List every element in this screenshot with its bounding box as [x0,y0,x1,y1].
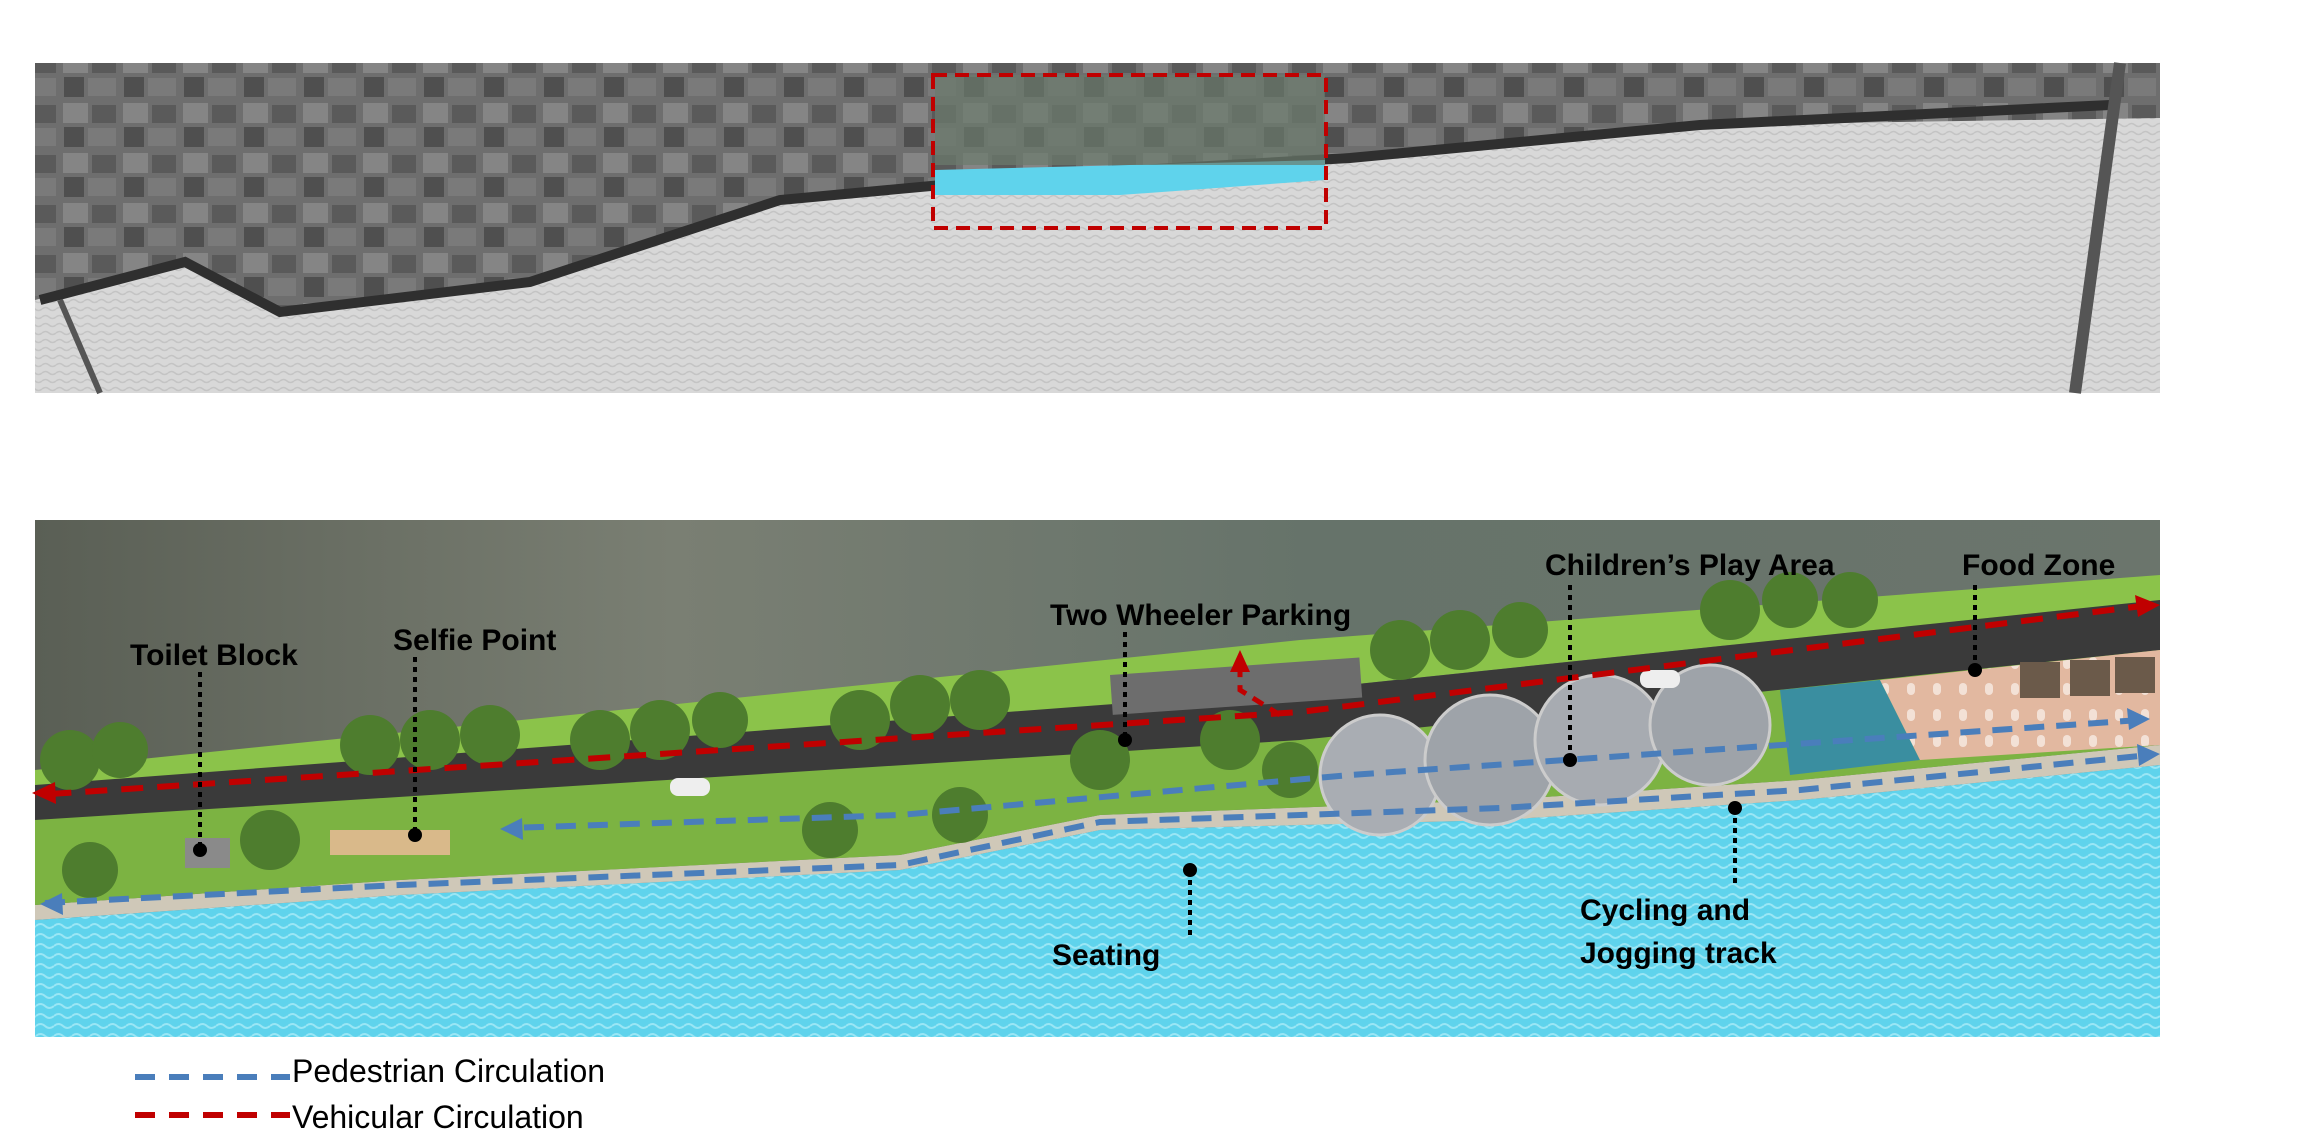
pedestrian-circulation-path-upper [509,717,2141,831]
pedestrian-arrow-west [40,893,63,915]
car [1640,670,1680,688]
highlighted-water [935,160,1325,195]
legend-vehicular-label: Vehicular Circulation [292,1099,584,1135]
water-body [35,765,2160,1037]
legend: Pedestrian Circulation Vehicular Circula… [135,1053,605,1135]
pedestrian-arrow-east-upper [2127,708,2150,730]
label-toilet-block: Toilet Block [130,639,298,672]
parking-access-path [1237,665,1282,718]
upper-green [35,575,2160,790]
pedestrian-circulation-path-lower [44,752,2151,906]
trees [40,572,1878,898]
detail-plan: Toilet Block Selfie Point Two Wheeler Pa… [32,520,2160,1037]
label-seating: Seating [1052,939,1160,972]
label-cycling-jogging-line2: Jogging track [1580,937,1777,970]
label-two-wheeler-parking: Two Wheeler Parking [1050,599,1351,632]
toilet-block-building [185,838,230,868]
road [35,600,2160,820]
focus-area-box [931,73,1328,230]
vehicular-circulation-path [34,602,2151,798]
overview-map [35,62,2160,395]
coastal-road [38,100,2111,318]
food-kiosk [2070,660,2110,696]
selfie-point-deck [330,830,450,855]
car [670,778,710,796]
vehicular-arrow-west [32,782,56,804]
pedestrian-arrow-west-upper [500,818,523,840]
label-selfie-point: Selfie Point [393,624,556,657]
food-kiosk [2020,662,2060,698]
label-cycling-jogging-line1: Cycling and [1580,894,1750,927]
water-feature [1780,680,1920,775]
pedestrian-arrow-east [2137,744,2160,766]
sea-area [35,118,2160,393]
label-food-zone: Food Zone [1962,549,2115,582]
highlighted-land [935,75,1325,165]
annotation-leaders [193,585,1982,940]
legend-pedestrian-label: Pedestrian Circulation [292,1053,605,1089]
food-kiosk [2115,657,2155,693]
vehicular-arrow-east [2135,595,2160,617]
side-road [57,298,103,395]
label-childrens-play-area: Children’s Play Area [1545,549,1835,582]
two-wheeler-parking-area [1109,657,1363,715]
pier-road [2069,62,2126,394]
parking-arrow [1230,650,1250,672]
